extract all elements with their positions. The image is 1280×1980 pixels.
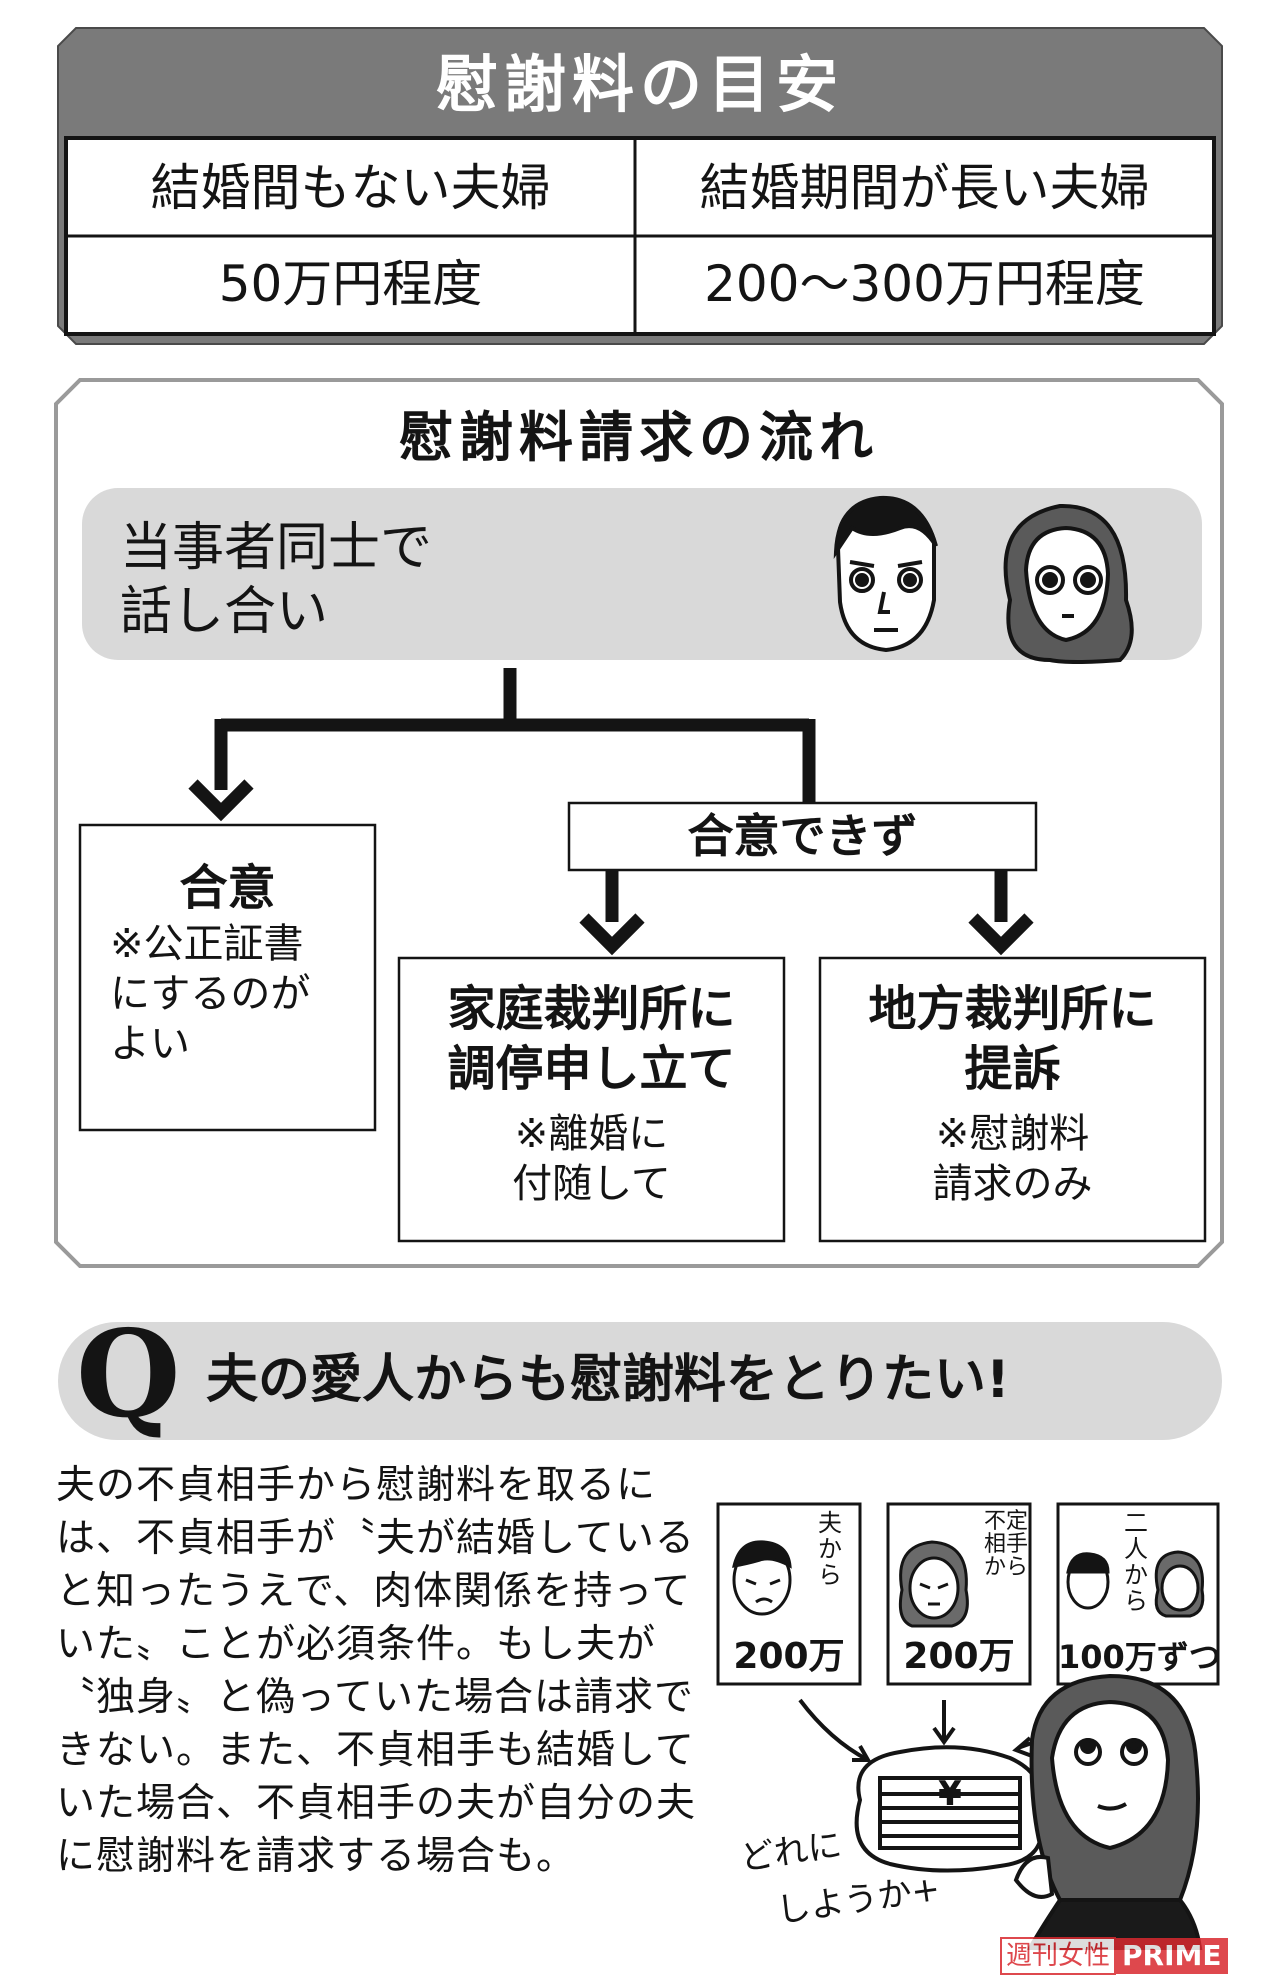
table-header-long-marriage: 結婚期間が長い夫婦 — [699, 159, 1150, 217]
qa-body-line-7: いた場合、不貞相手の夫が自分の夫 — [56, 1781, 697, 1826]
panel-woman-face-icon — [898, 1540, 969, 1628]
family-court-line1: 家庭裁判所に — [447, 981, 736, 1037]
panel-amount-husband: 200万 — [733, 1636, 845, 1677]
table-value-long-marriage: 200〜300万円程度 — [704, 255, 1145, 313]
qa-body-line-3: と知ったうえで、肉体関係を持って — [56, 1569, 692, 1614]
qa-body-line-2: は、不貞相手が〝夫が結婚している — [56, 1516, 695, 1561]
district-court-line1: 地方裁判所に — [868, 981, 1157, 1037]
man-face-icon — [833, 495, 938, 653]
table-title: 慰謝料の目安 — [435, 48, 844, 121]
panel-label-both: 二人から — [1124, 1509, 1148, 1615]
flow-title: 慰謝料請求の流れ — [399, 405, 879, 469]
watermark-text: 週刊女性 — [1000, 1937, 1117, 1975]
money-stack-icon — [854, 1745, 1044, 1873]
flow-disagree-label: 合意できず — [687, 809, 918, 863]
woman-face-icon — [1003, 503, 1134, 664]
qa-body-line-5: 〝独身〟と偽っていた場合は請求で — [56, 1675, 695, 1720]
qa-body-line-8: に慰謝料を請求する場合も。 — [56, 1834, 577, 1879]
flow-agree-note-line3: よい — [110, 1021, 190, 1067]
yen-sign: ¥ — [938, 1774, 962, 1814]
flow-start-line1: 当事者同士で — [120, 518, 433, 578]
q-mark-icon: Q — [76, 1304, 181, 1445]
panel-label-affair-partner: 不定相手から — [983, 1509, 1028, 1580]
watermark: 週刊女性 PRIME — [1000, 1936, 1228, 1976]
flow-agree-title: 合意 — [179, 860, 276, 916]
district-court-line2: 提訴 — [964, 1041, 1061, 1097]
family-court-note-line2: 付随して — [512, 1161, 671, 1207]
qa-body-line-6: きない。また、不貞相手も結婚して — [56, 1728, 695, 1773]
family-court-note-line1: ※離婚に — [514, 1111, 669, 1157]
flow-agree-note-line2: にするのが — [110, 971, 311, 1017]
district-court-note-line1: ※慰謝料 — [935, 1111, 1090, 1157]
panel-man-face-icon — [732, 1540, 792, 1616]
panel-amount-affair-partner: 200万 — [903, 1636, 1015, 1677]
panel-label-husband: 夫から — [818, 1509, 842, 1589]
thinking-woman-icon — [1013, 1673, 1203, 1950]
district-court-note-line2: 請求のみ — [932, 1161, 1093, 1207]
table-header-short-marriage: 結婚間もない夫婦 — [150, 159, 551, 217]
qa-question: 夫の愛人からも慰謝料をとりたい! — [206, 1350, 1010, 1410]
panel-amount-both: 100万ずつ — [1058, 1638, 1221, 1676]
family-court-line2: 調停申し立て — [447, 1041, 736, 1097]
watermark-brand: PRIME — [1116, 1938, 1228, 1974]
qa-body-line-4: いた〟ことが必須条件。もし夫が — [56, 1622, 657, 1667]
flow-start-line2: 話し合い — [120, 582, 329, 642]
flow-agree-note-line1: ※公正証書 — [110, 921, 304, 967]
table-value-short-marriage: 50万円程度 — [218, 255, 483, 313]
qa-body-line-1: 夫の不貞相手から慰謝料を取るに — [56, 1463, 657, 1508]
panel-couple-faces-icon — [1066, 1550, 1205, 1618]
